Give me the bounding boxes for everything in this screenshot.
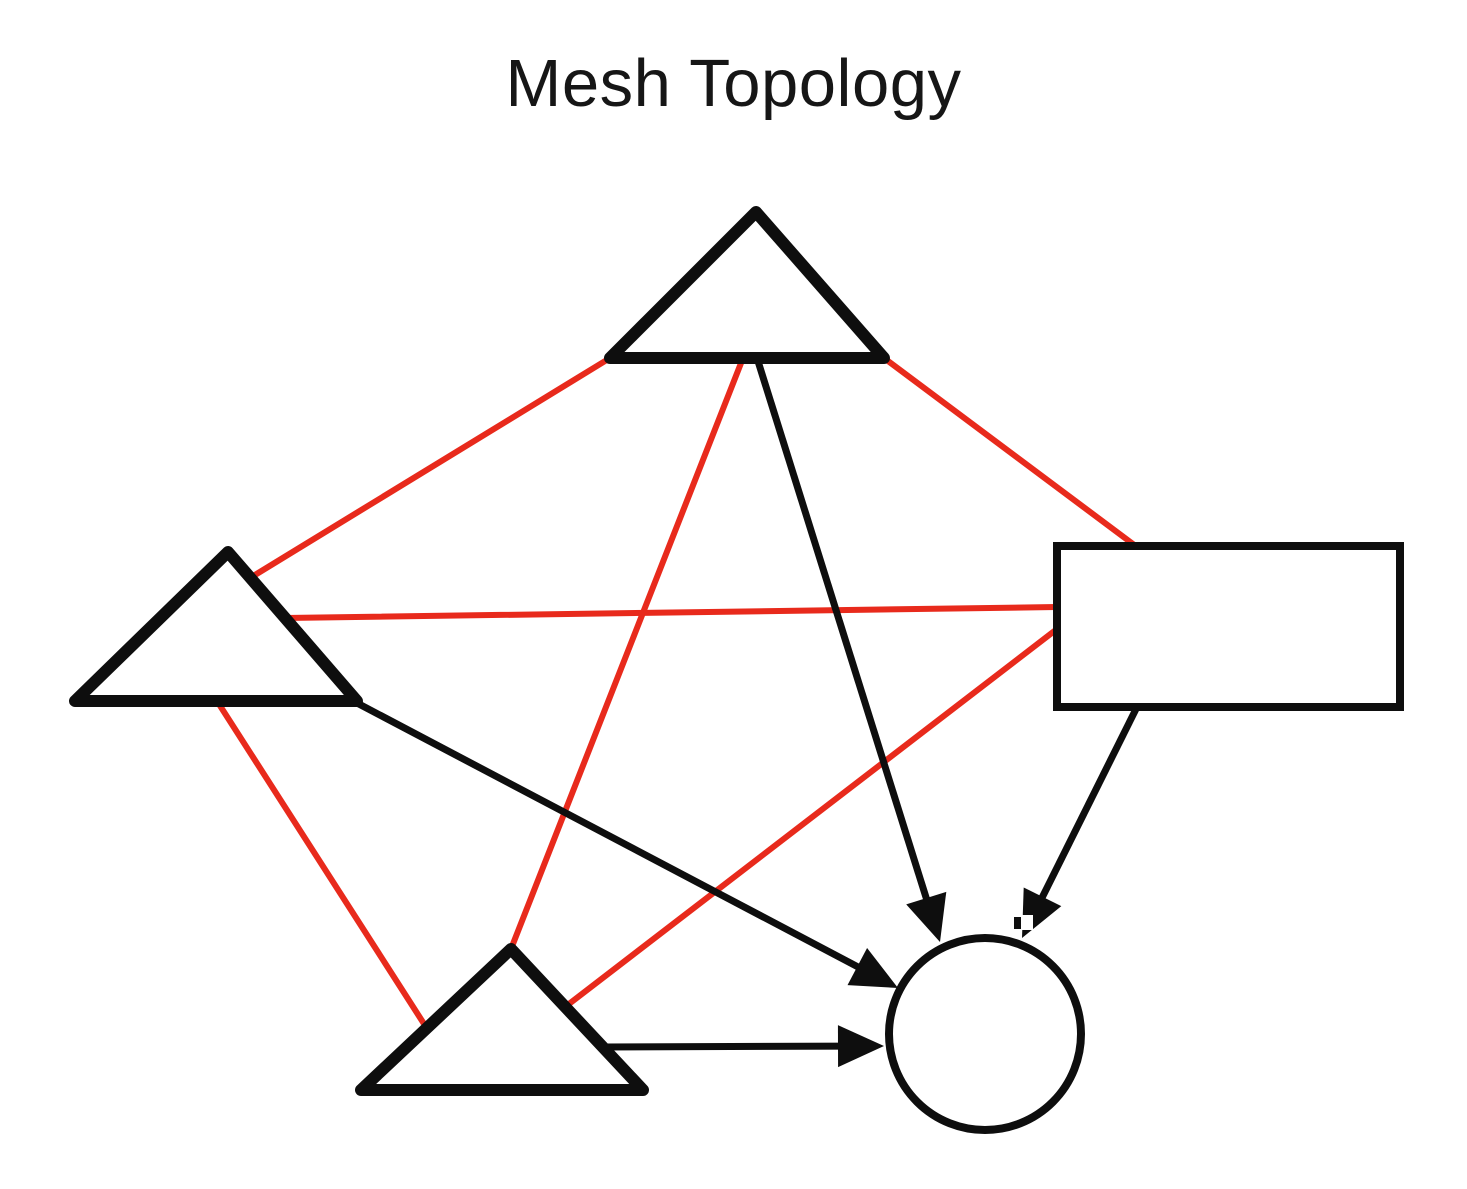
arrow-shaft-rectangle-node-to-circle-node [1035, 705, 1141, 906]
arrow-shaft-triangle-top-to-circle-node [753, 356, 932, 907]
stray-mark [1014, 917, 1021, 929]
node-rectangle-node [1053, 542, 1404, 711]
arrowhead-icon-triangle-top-to-circle-node [906, 891, 947, 942]
mesh-link-line-triangle-left-to-rectangle-node [282, 604, 1060, 621]
arrow-shaft-triangle-left-to-circle-node [355, 699, 867, 974]
node-circle-node [885, 934, 1085, 1134]
mesh-link-line-triangle-top-to-rectangle-node [881, 355, 1140, 550]
node-triangle-bottom [355, 943, 649, 1096]
mesh-link-line-triangle-top-to-triangle-left [247, 355, 613, 581]
node-triangle-left [69, 546, 363, 707]
node-triangle-top [604, 206, 890, 364]
arrowhead-icon-triangle-bottom-to-circle-node [837, 1025, 884, 1068]
mesh-link-line-triangle-left-to-triangle-bottom [214, 698, 429, 1030]
stray-mark-gap [1022, 915, 1033, 930]
mesh-link-line-triangle-top-to-triangle-bottom [508, 355, 746, 952]
arrow-shaft-triangle-bottom-to-circle-node [604, 1042, 847, 1051]
arrowhead-icon-triangle-left-to-circle-node [847, 947, 898, 988]
mesh-link-line-rectangle-node-to-triangle-bottom [562, 626, 1060, 1010]
diagram-title: Mesh Topology [505, 46, 962, 121]
